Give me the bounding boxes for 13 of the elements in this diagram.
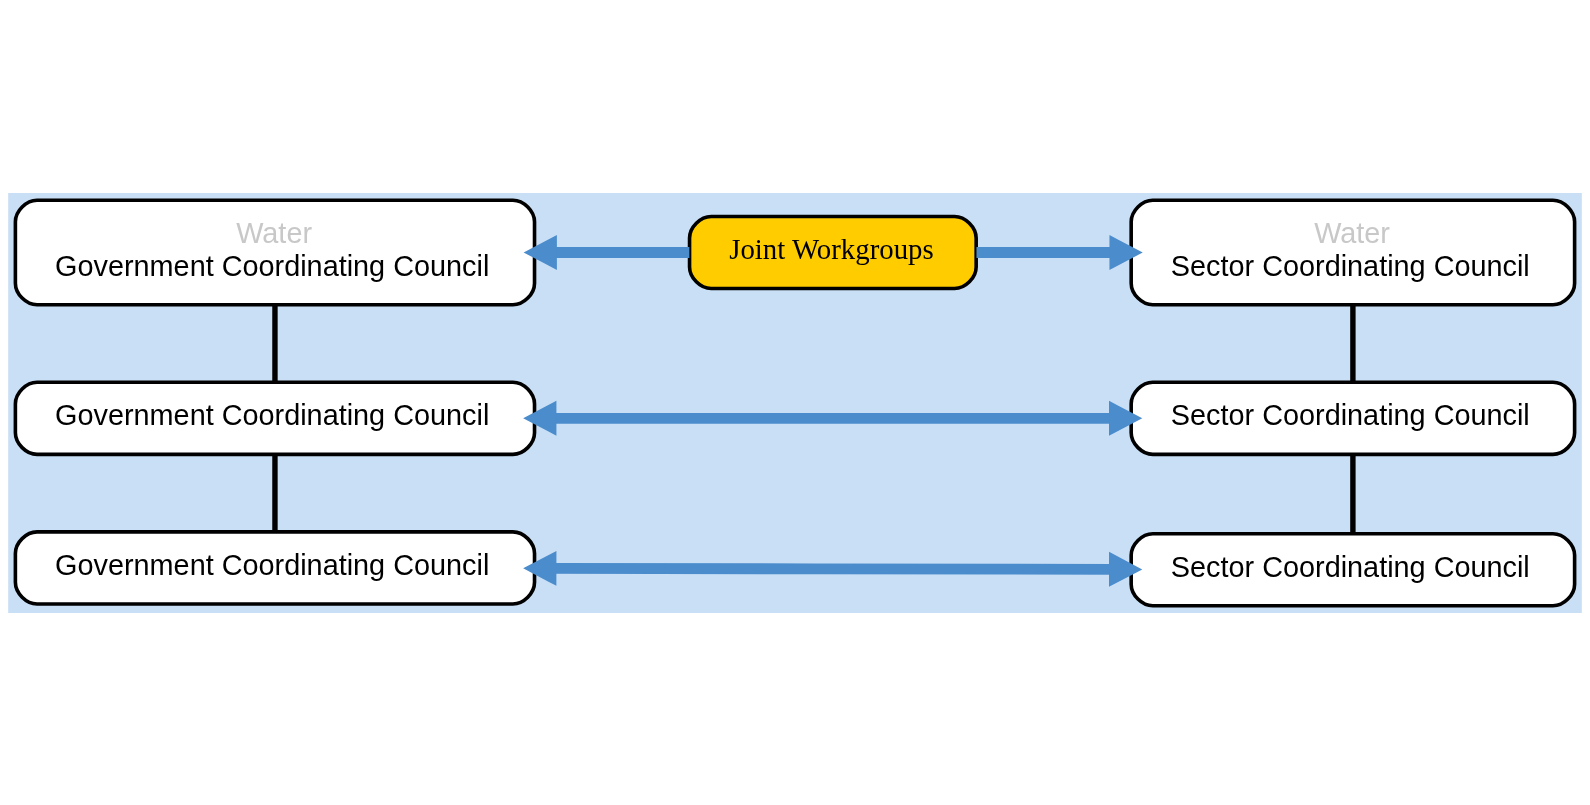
node-box: Joint Workgroups xyxy=(687,214,978,290)
node-box: Sector Coordinating Council xyxy=(1129,531,1577,608)
arrow xyxy=(523,234,690,270)
node-box: Sector Coordinating Council xyxy=(1129,379,1577,456)
arrow xyxy=(523,400,1143,436)
node-box: Government Coordinating Council xyxy=(13,379,537,456)
arrow xyxy=(523,550,1143,587)
node-box: Government Coordinating Council xyxy=(13,529,537,606)
connector xyxy=(272,304,278,382)
connector xyxy=(272,454,278,532)
arrow xyxy=(976,234,1143,270)
connector xyxy=(1350,304,1356,382)
connector xyxy=(1350,454,1356,534)
